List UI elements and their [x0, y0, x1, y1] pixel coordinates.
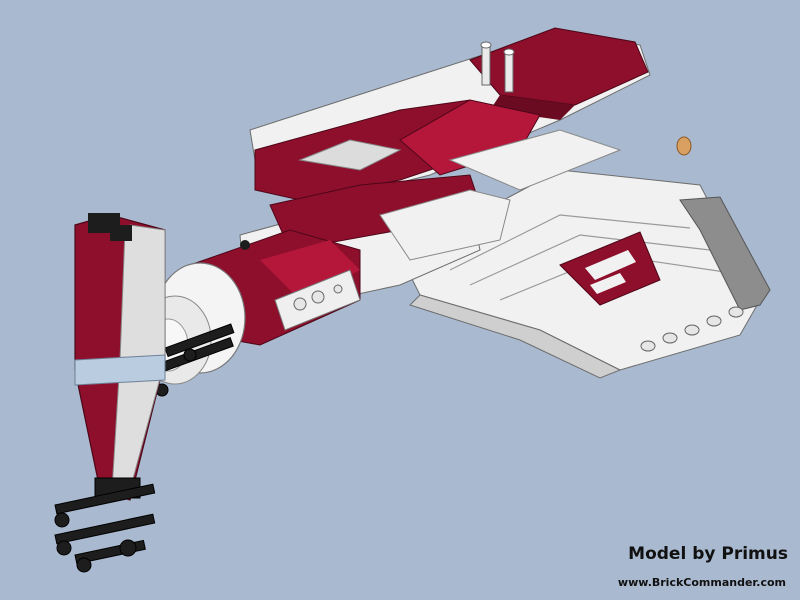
- left-fin: [74, 213, 166, 501]
- author-credit: Model by Primus: [628, 544, 788, 564]
- engine-glow: [676, 136, 692, 156]
- wing-studs: [640, 306, 744, 352]
- bottom-guns: [54, 477, 156, 573]
- website-credit: www.BrickCommander.com: [617, 576, 786, 589]
- upper-hull: [249, 27, 651, 201]
